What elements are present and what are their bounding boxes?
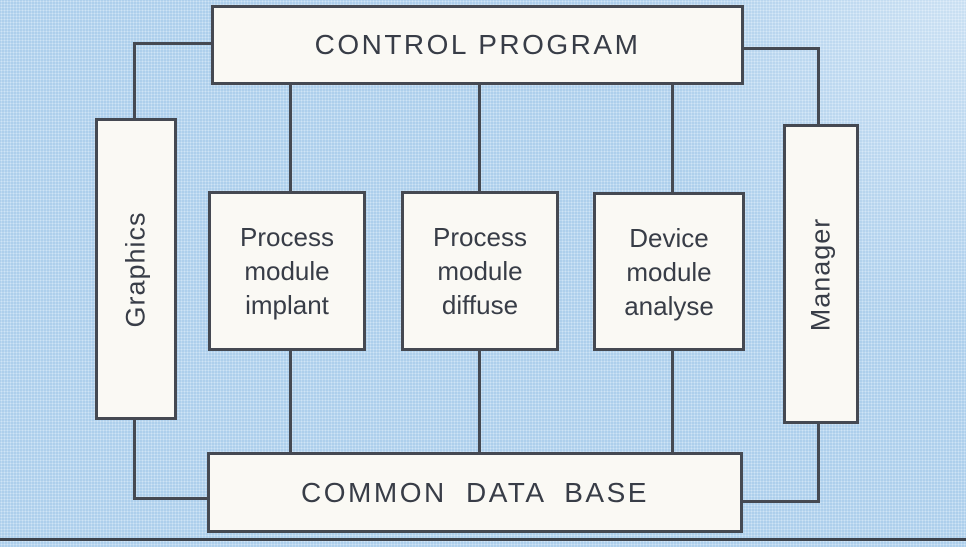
connector-implant-database [289, 351, 292, 452]
process-module-diffuse-label: Process module diffuse [433, 222, 527, 320]
process-module-implant-label: Process module implant [240, 222, 334, 320]
connector-analyse-database [671, 351, 674, 452]
graphics-box: Graphics [95, 118, 177, 420]
page-bottom-rule [0, 538, 966, 541]
connector-controlprogram-diffuse [478, 85, 481, 191]
connector-graphics-database-vertical [133, 420, 136, 500]
connector-controlprogram-graphics-vertical [133, 42, 136, 118]
graphics-label: Graphics [120, 210, 151, 328]
connector-diffuse-database [478, 351, 481, 452]
manager-label: Manager [805, 217, 836, 331]
device-module-analyse-label: Device module analyse [624, 222, 714, 321]
connector-controlprogram-analyse [671, 85, 674, 192]
connector-controlprogram-manager-horizontal [744, 47, 820, 50]
connector-manager-database-horizontal [743, 500, 820, 503]
device-module-analyse-box: Device module analyse [593, 192, 745, 351]
connector-controlprogram-manager-vertical [817, 47, 820, 124]
common-data-base-box: COMMON DATA BASE [207, 452, 743, 533]
connector-controlprogram-graphics-horizontal [133, 42, 211, 45]
control-program-label: CONTROL PROGRAM [314, 29, 641, 60]
process-module-implant-box: Process module implant [208, 191, 366, 351]
control-program-box: CONTROL PROGRAM [211, 5, 744, 85]
manager-box: Manager [783, 124, 859, 424]
connector-manager-database-vertical [817, 424, 820, 503]
process-module-diffuse-box: Process module diffuse [401, 191, 559, 351]
connector-graphics-database-horizontal [133, 497, 207, 500]
common-data-base-label: COMMON DATA BASE [301, 476, 649, 508]
connector-controlprogram-implant [289, 85, 292, 191]
